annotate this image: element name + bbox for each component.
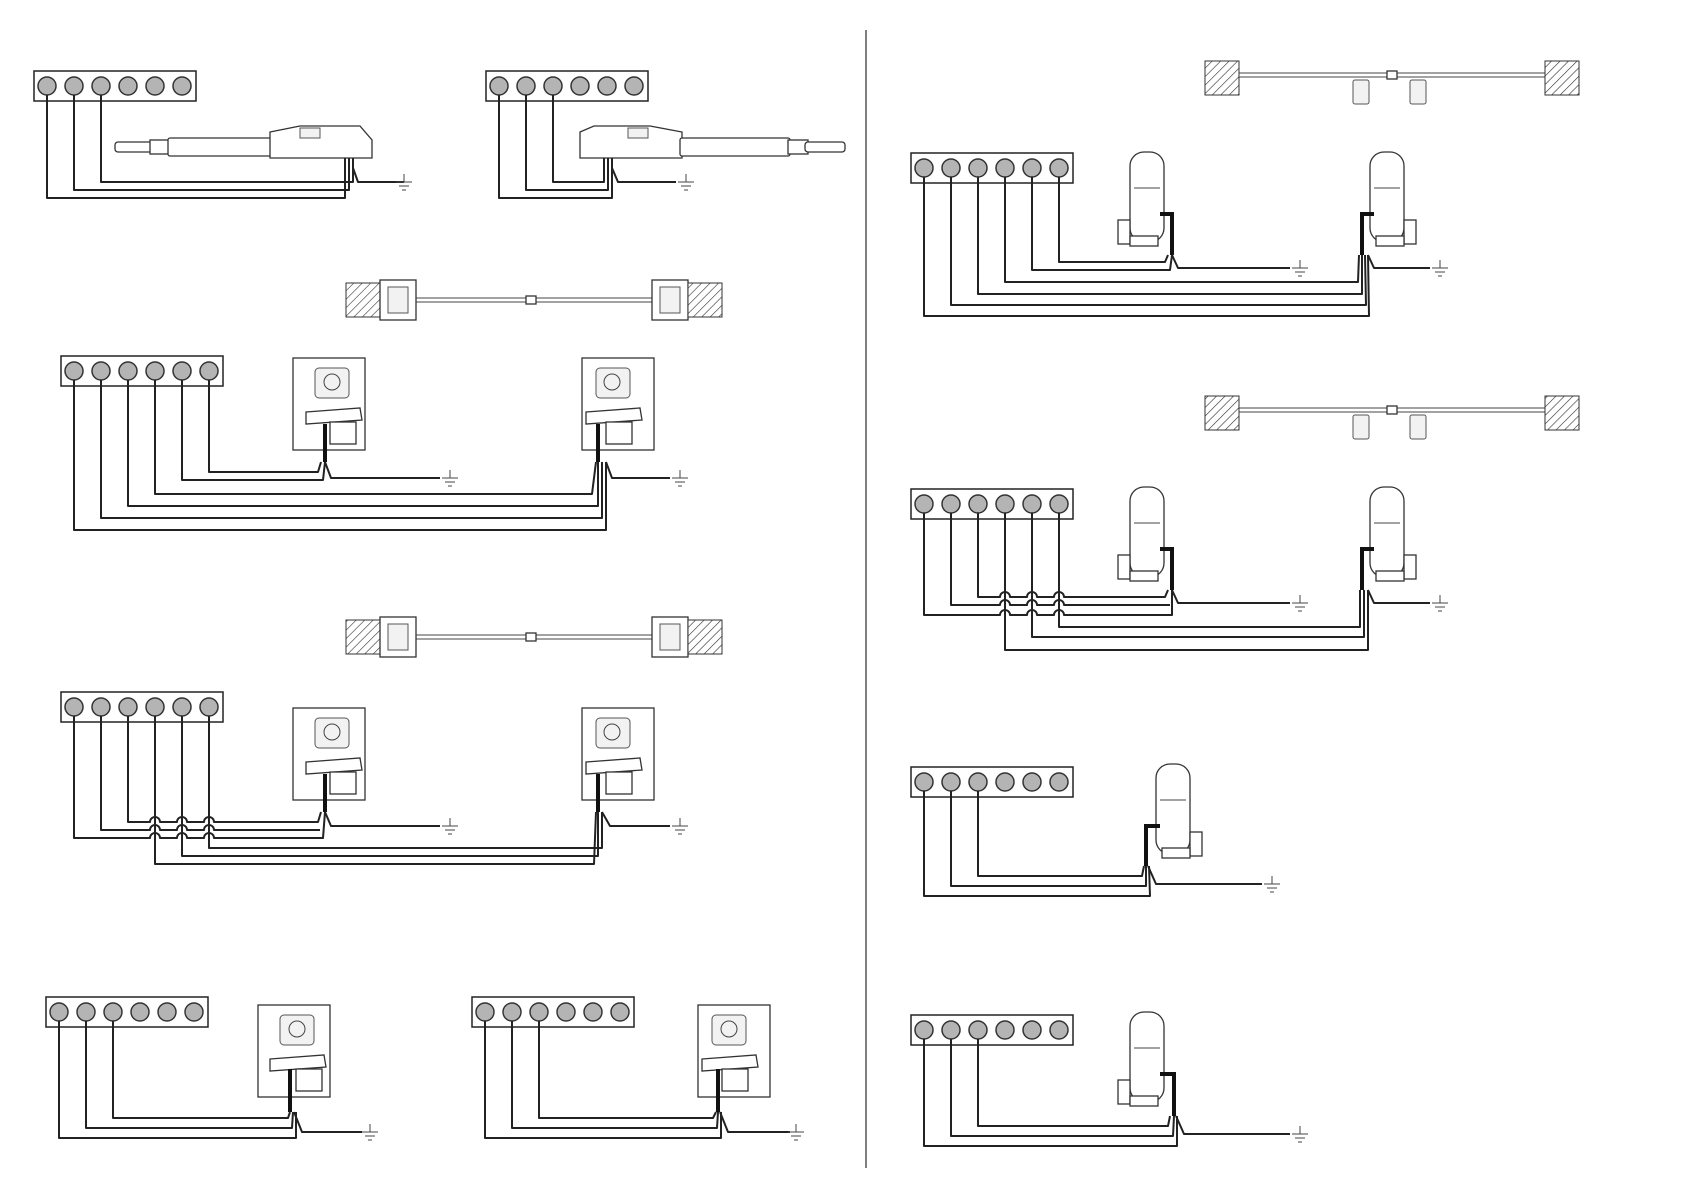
diagram-i	[911, 764, 1280, 896]
terminal-block-icon	[486, 71, 648, 101]
gate-plan-view	[346, 617, 722, 657]
underground-motor-icon	[582, 708, 654, 800]
terminal-block-icon	[911, 1015, 1073, 1045]
gate-pillar-icon	[1545, 61, 1579, 95]
underground-motor-icon	[293, 358, 365, 450]
ground-symbol-icon	[1292, 595, 1308, 611]
ground-symbol-icon	[672, 818, 688, 834]
terminal-block-icon	[911, 767, 1073, 797]
gate-pillar-icon	[1205, 61, 1239, 95]
diagram-g	[911, 152, 1448, 316]
terminal-block-icon	[34, 71, 196, 101]
diagram-a	[34, 71, 412, 198]
articulated-arm-operator-icon	[1118, 152, 1164, 246]
underground-motor-icon	[293, 708, 365, 800]
ground-symbol-icon	[1264, 876, 1280, 892]
gate-pillar-icon	[1205, 396, 1239, 430]
terminal-block-icon	[911, 153, 1073, 183]
underground-motor-icon	[698, 1005, 770, 1097]
diagram-c	[61, 356, 688, 530]
terminal-block-icon	[46, 997, 208, 1027]
underground-motor-icon	[258, 1005, 330, 1097]
ground-symbol-icon	[1432, 260, 1448, 276]
ground-symbol-icon	[1292, 260, 1308, 276]
diagram-d	[61, 692, 688, 864]
ground-symbol-icon	[672, 470, 688, 486]
articulated-arm-operator-icon	[1156, 764, 1202, 858]
gate-pillar-icon	[346, 283, 380, 317]
gate-pillar-icon	[688, 283, 722, 317]
ground-symbol-icon	[442, 818, 458, 834]
diagram-f	[472, 997, 804, 1140]
ground-symbol-icon	[442, 470, 458, 486]
articulated-arm-operator-icon	[1118, 1012, 1164, 1106]
diagram-b	[486, 71, 845, 198]
diagram-e	[46, 997, 378, 1140]
gate-pillar-icon	[346, 620, 380, 654]
terminal-block-icon	[61, 356, 223, 386]
articulated-arm-operator-icon	[1370, 152, 1416, 246]
linear-actuator-icon	[580, 126, 845, 158]
ground-symbol-icon	[396, 174, 412, 190]
ground-symbol-icon	[788, 1124, 804, 1140]
gate-plan-view	[1205, 396, 1579, 439]
diagram-j	[911, 1012, 1308, 1146]
gate-plan-view	[346, 280, 722, 320]
gate-pillar-icon	[1545, 396, 1579, 430]
diagram-h	[911, 487, 1448, 650]
gate-pillar-icon	[688, 620, 722, 654]
gate-plan-view	[1205, 61, 1579, 104]
articulated-arm-operator-icon	[1370, 487, 1416, 581]
terminal-block-icon	[61, 692, 223, 722]
underground-motor-icon	[582, 358, 654, 450]
linear-actuator-icon	[115, 126, 372, 158]
ground-symbol-icon	[1292, 1126, 1308, 1142]
ground-symbol-icon	[1432, 595, 1448, 611]
terminal-block-icon	[911, 489, 1073, 519]
ground-symbol-icon	[678, 174, 694, 190]
terminal-block-icon	[472, 997, 634, 1027]
articulated-arm-operator-icon	[1118, 487, 1164, 581]
ground-symbol-icon	[362, 1124, 378, 1140]
